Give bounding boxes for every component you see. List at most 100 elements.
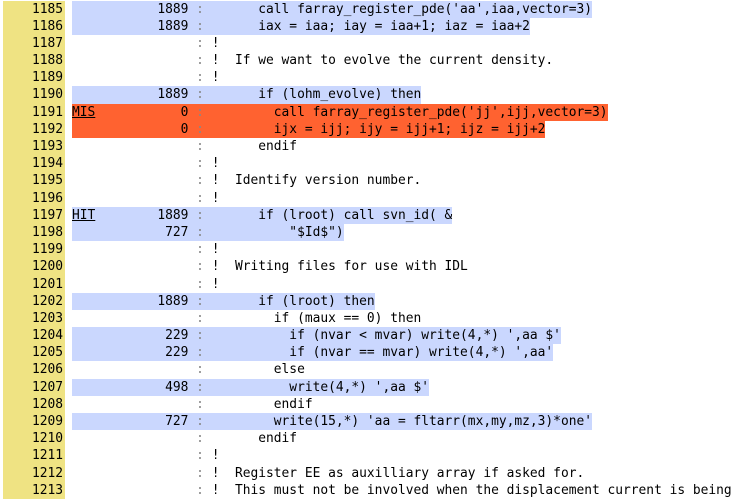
line-number[interactable]: 1213 [3, 481, 65, 499]
separator: : [188, 465, 212, 481]
source-code: ! If we want to evolve the current densi… [211, 53, 554, 69]
source-code: call farray_register_pde('jj',ijj,vector… [211, 104, 608, 120]
unexecuted-line: : else [72, 361, 305, 378]
source-line: 1195 : ! Identify version number. [0, 172, 732, 190]
hit-count: 1889 [157, 207, 189, 223]
line-number[interactable]: 1193 [3, 138, 65, 156]
hit-count: 1889 [157, 18, 189, 34]
separator: : [188, 293, 212, 309]
covered-line: 1889 : if (lroot) then [72, 292, 375, 310]
separator: : [188, 362, 212, 378]
line-number[interactable]: 1212 [3, 464, 65, 482]
unexecuted-line: : ! This must not be involved when the d… [72, 482, 732, 499]
line-number[interactable]: 1211 [3, 447, 65, 465]
unexecuted-line: : ! [72, 241, 219, 258]
line-number[interactable]: 1200 [3, 258, 65, 276]
source-code: if (nvar < mvar) write(4,*) ',aa $' [211, 328, 561, 344]
source-line: 1189 : ! [0, 69, 732, 87]
line-number[interactable]: 1190 [3, 86, 65, 104]
unexecuted-line: : ! Writing files for use with IDL [72, 258, 468, 275]
separator: : [188, 87, 212, 103]
source-code: ! [211, 156, 220, 172]
source-code: if (nvar == mvar) write(4,*) ',aa' [211, 345, 554, 361]
unexecuted-line: : ! If we want to evolve the current den… [72, 52, 553, 69]
branch-tag-link[interactable]: HIT [72, 207, 96, 223]
line-number[interactable]: 1209 [3, 413, 65, 431]
separator: : [188, 70, 212, 86]
source-line: 1193 : endif [0, 138, 732, 156]
source-code: endif [211, 139, 298, 154]
unexecuted-line: : ! [72, 155, 219, 172]
source-code: else [211, 362, 305, 378]
unexecuted-line: : if (maux == 0) then [72, 310, 421, 327]
source-code: "$Id$") [211, 224, 344, 240]
line-number[interactable]: 1197 [3, 206, 65, 224]
line-number[interactable]: 1195 [3, 172, 65, 190]
separator: : [188, 35, 212, 51]
hit-count: 727 [165, 224, 189, 240]
source-code: ! [211, 242, 220, 258]
source-line: 1211 : ! [0, 447, 732, 465]
separator: : [188, 173, 212, 189]
line-number[interactable]: 1196 [3, 189, 65, 207]
source-code: ! This must not be involved when the dis… [211, 482, 732, 498]
separator: : [188, 18, 212, 34]
source-code: call farray_register_pde('aa',iaa,vector… [211, 1, 592, 17]
covered-line: 1889 : iax = iaa; iay = iaa+1; iaz = iaa… [72, 17, 530, 35]
separator: : [188, 259, 212, 275]
line-number[interactable]: 1194 [3, 155, 65, 173]
line-number[interactable]: 1187 [3, 34, 65, 53]
source-line: 1190 1889 : if (lohm_evolve) then [0, 86, 732, 104]
unexecuted-line: : ! [72, 190, 219, 207]
separator: : [188, 276, 212, 292]
source-line: 1203 : if (maux == 0) then [0, 309, 732, 328]
source-line: 1196 : ! [0, 189, 732, 207]
hit-count: 1889 [157, 293, 189, 309]
line-number[interactable]: 1205 [3, 344, 65, 362]
line-number[interactable]: 1201 [3, 275, 65, 293]
hit-count: 1889 [157, 1, 189, 17]
line-number[interactable]: 1207 [3, 378, 65, 396]
covered-line: 1889 : call farray_register_pde('aa',iaa… [72, 0, 592, 18]
line-number[interactable]: 1185 [3, 0, 65, 18]
line-number[interactable]: 1191 [3, 103, 65, 121]
hit-count: 0 [180, 121, 189, 137]
unexecuted-line: : endif [72, 138, 297, 155]
separator: : [188, 482, 212, 498]
line-number[interactable]: 1203 [3, 309, 65, 328]
separator: : [188, 310, 212, 326]
source-line: 1194 : ! [0, 155, 732, 173]
separator: : [188, 414, 212, 429]
separator: : [188, 345, 212, 361]
line-number[interactable]: 1188 [3, 52, 65, 70]
source-code: ! Register EE as auxilliary array if ask… [211, 465, 585, 481]
unexecuted-line: : endif [72, 430, 297, 447]
line-number[interactable]: 1192 [3, 120, 65, 138]
line-number[interactable]: 1202 [3, 292, 65, 310]
separator: : [188, 121, 212, 137]
line-number[interactable]: 1210 [3, 430, 65, 448]
separator: : [188, 242, 212, 258]
hit-count: 1889 [157, 87, 189, 103]
source-line: 1187 : ! [0, 34, 732, 53]
line-number[interactable]: 1204 [3, 327, 65, 345]
branch-tag-link[interactable]: MIS [72, 104, 96, 120]
line-number[interactable]: 1186 [3, 17, 65, 35]
source-code: ! [211, 448, 220, 464]
line-number[interactable]: 1189 [3, 69, 65, 87]
line-number[interactable]: 1208 [3, 395, 65, 413]
line-number[interactable]: 1199 [3, 241, 65, 259]
separator: : [188, 396, 212, 412]
source-code: if (lohm_evolve) then [211, 87, 422, 103]
line-number[interactable]: 1198 [3, 223, 65, 242]
source-line: 1206 : else [0, 361, 732, 379]
source-code: ! [211, 35, 220, 51]
line-number[interactable]: 1206 [3, 361, 65, 379]
separator: : [188, 156, 212, 172]
separator: : [188, 224, 212, 240]
